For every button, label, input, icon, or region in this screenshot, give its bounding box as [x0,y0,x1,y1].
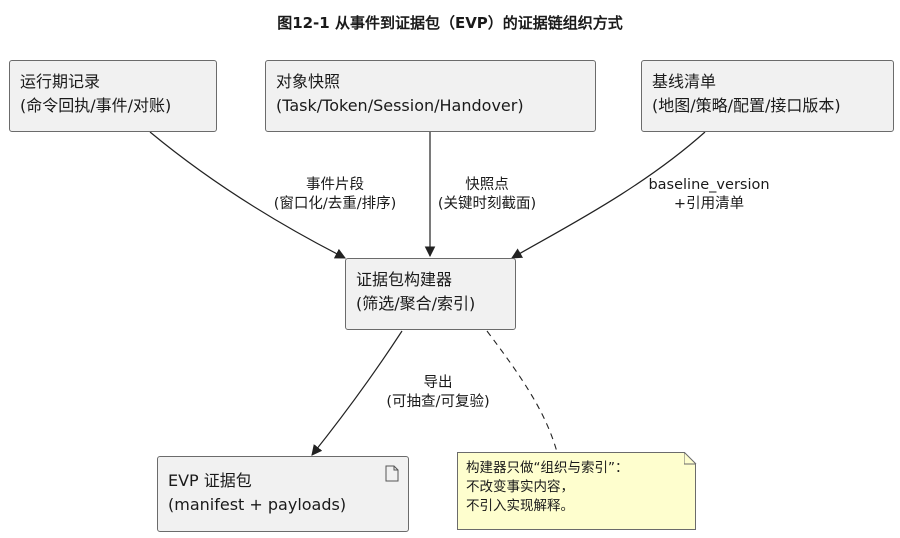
builder-note: 构建器只做“组织与索引”： 不改变事实内容， 不引入实现解释。 [457,452,696,530]
node-evp-package-subtitle: (manifest + payloads) [168,495,347,514]
edge-runtime-to-builder [149,131,346,259]
node-baseline-list-title: 基线清单 [652,72,717,91]
builder-note-line2: 不改变事实内容， [466,479,574,495]
edge-label-event-fragments-line1: 事件片段 [306,177,364,193]
node-baseline-list-subtitle: (地图/策略/配置/接口版本) [652,96,841,115]
edge-label-snapshot-point-line1: 快照点 [465,177,509,193]
builder-note-line1: 构建器只做“组织与索引”： [466,460,629,476]
edge-baseline-to-builder [511,131,706,259]
edge-label-export-line1: 导出 [423,375,453,391]
node-evp-package: EVP 证据包 (manifest + payloads) [157,456,409,532]
edge-label-export-line2: (可抽查/可复验) [386,394,490,410]
node-object-snapshot-subtitle: (Task/Token/Session/Handover) [276,96,524,115]
node-runtime-records-subtitle: (命令回执/事件/对账) [20,96,172,115]
edge-label-export: 导出 (可抽查/可复验) [386,374,489,412]
edge-label-event-fragments-line2: (窗口化/去重/排序) [273,196,397,212]
node-object-snapshot: 对象快照 (Task/Token/Session/Handover) [265,60,596,132]
node-object-snapshot-title: 对象快照 [276,72,341,91]
document-icon [385,465,399,482]
edge-label-snapshot-point-line2: (关键时刻截面) [437,196,537,212]
node-runtime-records-title: 运行期记录 [20,72,101,91]
note-fold-corner [684,452,697,465]
edge-label-baseline-version-line2: +引用清单 [673,196,745,212]
node-runtime-records: 运行期记录 (命令回执/事件/对账) [9,60,217,132]
node-evidence-builder-subtitle: (筛选/聚合/索引) [356,294,476,313]
edge-label-baseline-version-line1: baseline_version [648,177,770,193]
node-evp-package-title: EVP 证据包 [168,471,252,490]
node-evidence-builder: 证据包构建器 (筛选/聚合/索引) [345,258,516,330]
edge-label-baseline-version: baseline_version +引用清单 [648,176,769,214]
diagram-title: 图12-1 从事件到证据包（EVP）的证据链组织方式 [277,14,623,32]
node-baseline-list: 基线清单 (地图/策略/配置/接口版本) [641,60,894,132]
edge-label-event-fragments: 事件片段 (窗口化/去重/排序) [274,176,397,214]
note-connector [486,330,558,453]
edge-builder-to-evp [311,330,403,456]
builder-note-line3: 不引入实现解释。 [466,498,574,514]
node-evidence-builder-title: 证据包构建器 [356,270,453,289]
edge-label-snapshot-point: 快照点 (关键时刻截面) [438,176,536,214]
